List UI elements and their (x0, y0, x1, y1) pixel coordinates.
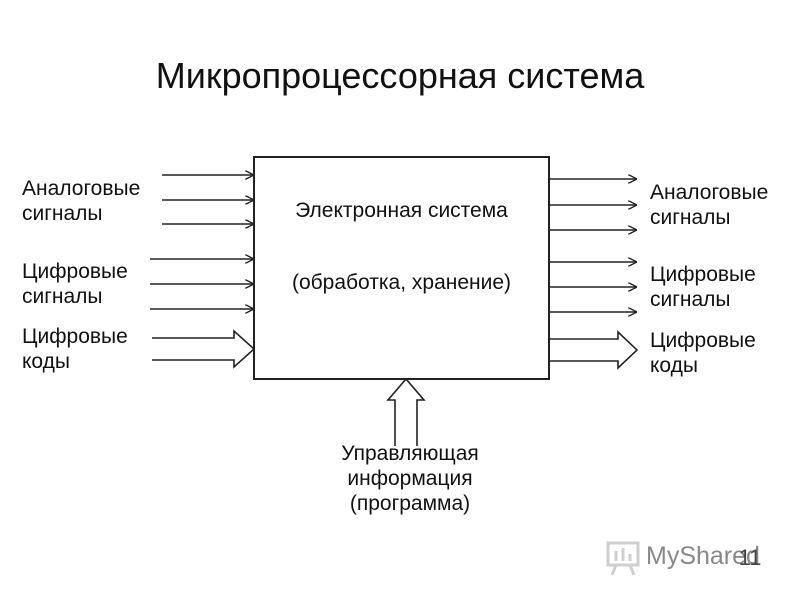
input-analog-label: Аналоговые сигналы (22, 177, 141, 225)
output-codes-bus-arrow (549, 330, 639, 370)
page-title: Микропроцессорная система (155, 55, 645, 96)
output-digital-label: Цифровые сигналы (650, 263, 756, 311)
box-title: Электронная система (295, 199, 508, 222)
box-subtitle: (обработка, хранение) (291, 271, 512, 294)
input-codes-label: Цифровые коды (22, 325, 128, 373)
slide-page-number: 11 (738, 545, 762, 570)
watermark-text: MyShared (646, 542, 760, 570)
electronic-system-box (253, 156, 550, 380)
output-codes-label: Цифровые коды (650, 329, 756, 377)
control-info-label: Управляющая информация (программа) (341, 442, 479, 515)
output-analog-label: Аналоговые сигналы (650, 181, 769, 229)
presentation-board-icon (606, 541, 640, 576)
input-digital-label: Цифровые сигналы (22, 260, 128, 308)
input-codes-bus-arrow (152, 329, 256, 369)
control-bus-arrow (386, 377, 426, 446)
